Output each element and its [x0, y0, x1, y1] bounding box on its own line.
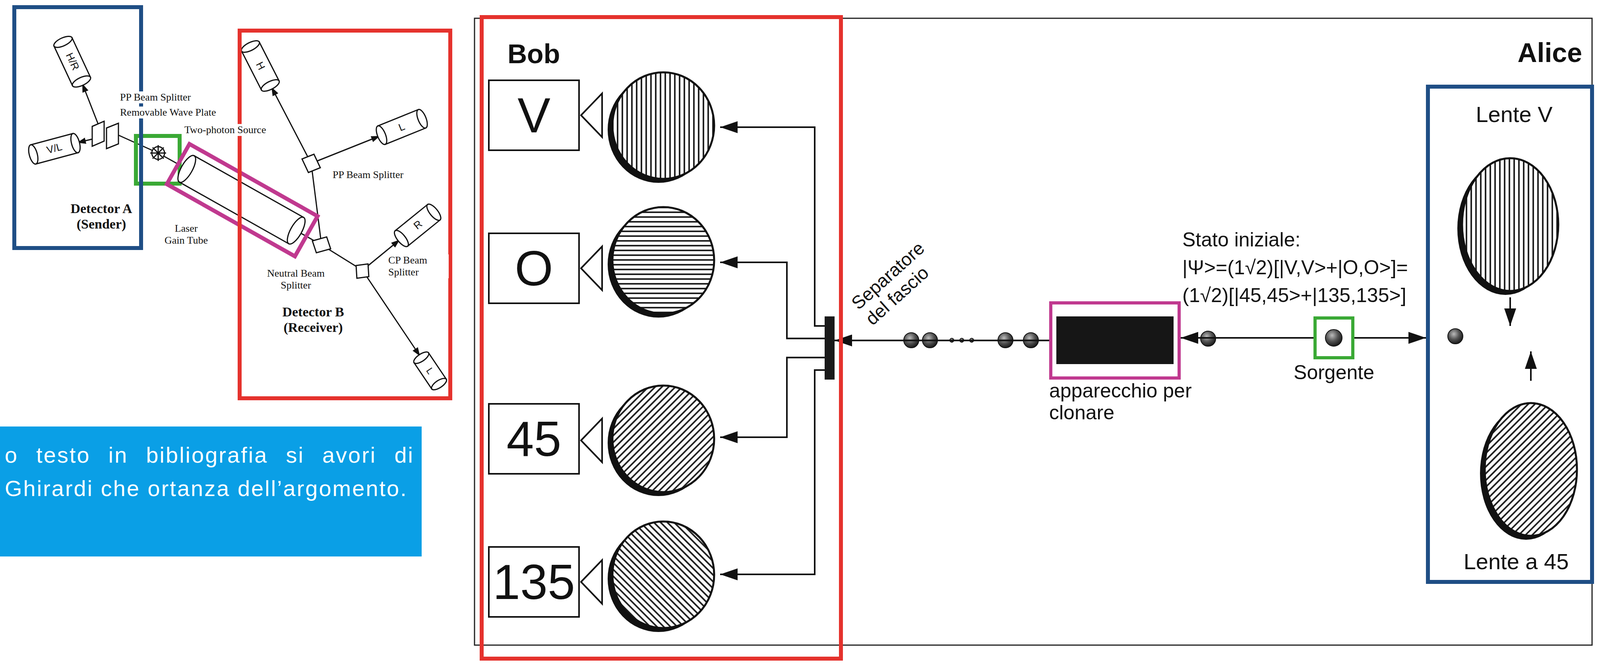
- label: Neutral Beam Splitter: [260, 267, 332, 292]
- label: CP Beam Splitter: [387, 254, 449, 279]
- sender-box: Detector A (Sender): [12, 5, 144, 250]
- two-photon-source: [150, 145, 167, 161]
- connector-arrow: [1354, 337, 1426, 339]
- label: PP Beam Splitter: [331, 168, 405, 181]
- label: (1√2)[|45,45>+|135,135>]: [1182, 284, 1407, 308]
- detector: V: [485, 67, 721, 187]
- detector: O: [485, 204, 721, 320]
- receiver-box: Detector B (Receiver): [237, 28, 453, 401]
- connector-arrow: [720, 262, 825, 339]
- connector-arrow: [720, 127, 825, 326]
- lens: Lente V: [1456, 101, 1572, 297]
- node-text: V: [517, 90, 551, 140]
- node-text: Bob: [507, 38, 560, 70]
- source-box: Sorgente: [1313, 316, 1355, 360]
- photons: [903, 328, 1463, 348]
- note-banner: o testo in bibliografia si avori di Ghir…: [0, 426, 422, 557]
- polarizer-filters: [607, 72, 715, 632]
- node-text: Alice: [1517, 36, 1583, 68]
- label: Laser Gain Tube: [162, 222, 210, 247]
- device-body: [1056, 316, 1174, 365]
- camera-box: 135: [488, 546, 580, 618]
- beam-paths: [77, 83, 421, 357]
- alice-box: AliceLente VLente a 45: [1425, 84, 1595, 584]
- beam-splitter: Separatore del fascio: [824, 316, 835, 380]
- connector-arrow: [1180, 337, 1314, 339]
- node-text: o testo in bibliografia si avori di Ghir…: [4, 438, 415, 506]
- label: Removable Wave Plate: [119, 106, 217, 119]
- bob-box: BobV O 45 135: [479, 15, 843, 661]
- label: PP Beam Splitter: [119, 91, 192, 104]
- node-text: Detector B (Receiver): [265, 304, 361, 336]
- label: Two-photon Source: [183, 123, 267, 136]
- connector-arrow: [720, 369, 825, 575]
- node-text: Detector A (Sender): [59, 200, 144, 232]
- camera-box: O: [488, 232, 580, 305]
- camera-box: V: [488, 79, 580, 152]
- label: |Ψ>=(1√2)[|V,V>+|O,O>]=: [1182, 256, 1409, 280]
- node-text: O: [514, 243, 553, 293]
- node-text: 135: [492, 557, 576, 607]
- beam-splitters: [92, 121, 369, 279]
- alice-lenses: [1457, 158, 1577, 540]
- node-text: apparecchio per clonare: [1049, 379, 1193, 424]
- label: Stato iniziale:: [1182, 228, 1301, 252]
- camera-lenses: [581, 93, 603, 604]
- detector: 135: [485, 516, 721, 632]
- frame: [474, 18, 1593, 646]
- cloning-device: apparecchio per clonare: [1049, 301, 1181, 380]
- camera-box: 45: [488, 402, 580, 475]
- connector-arrow: [720, 357, 825, 438]
- connector-arrow: [834, 339, 1050, 342]
- node-text: Separatore del fascio: [847, 226, 955, 330]
- node-text: Lente V: [1456, 101, 1572, 128]
- lens: Lente a 45: [1442, 397, 1590, 575]
- node-text: Lente a 45: [1442, 548, 1590, 575]
- detector: 45: [485, 379, 721, 495]
- node-text: Sorgente: [1293, 360, 1375, 384]
- node-text: 45: [506, 414, 562, 464]
